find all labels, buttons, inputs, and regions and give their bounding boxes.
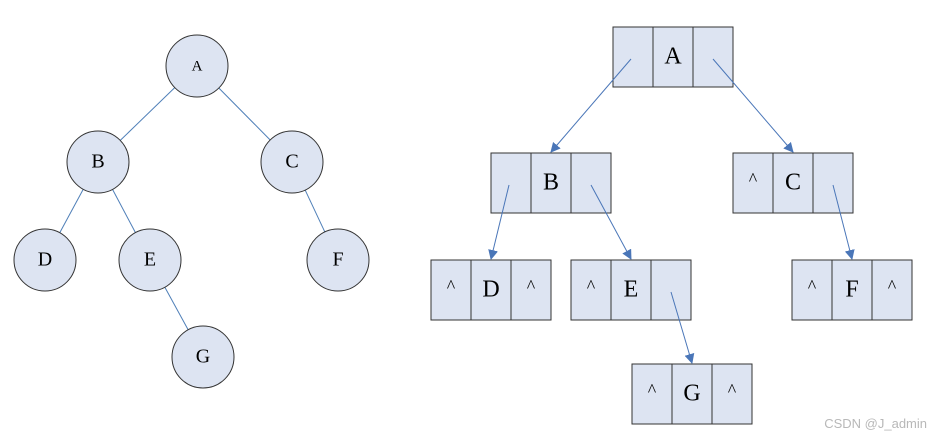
tree-node-circle [118, 228, 182, 292]
tree-node-label: C [285, 151, 298, 173]
linked-node-G: ^ G ^ [631, 363, 753, 425]
linked-cell-right [711, 363, 753, 425]
tree-edge-E-G [164, 286, 189, 331]
linked-cell-right [871, 259, 913, 321]
tree-node-circle [260, 130, 324, 194]
tree-node-G: G [171, 325, 235, 389]
linked-cell-left [430, 259, 472, 321]
pointer-arrow-A-left [550, 58, 632, 153]
null-pointer-symbol: ^ [447, 276, 456, 296]
tree-node-C: C [260, 130, 324, 194]
pointer-arrow-C-right [832, 184, 855, 260]
pointer-arrow-E-right [670, 291, 695, 364]
linked-node-E: ^E [570, 259, 692, 321]
tree-node-B: B [66, 130, 130, 194]
tree-node-circle [306, 228, 370, 292]
linked-cell-data [772, 152, 814, 214]
linked-cell-left [732, 152, 774, 214]
tree-node-A: A [165, 34, 229, 98]
tree-node-label: D [38, 249, 52, 271]
linked-cell-data [470, 259, 512, 321]
linked-cell-left [612, 26, 654, 88]
linked-node-D: ^ D ^ [430, 259, 552, 321]
tree-node-label: A [192, 58, 203, 74]
null-pointer-symbol: ^ [888, 276, 897, 296]
linked-cell-left [490, 152, 532, 214]
linked-cell-right [650, 259, 692, 321]
null-pointer-symbol: ^ [728, 380, 737, 400]
null-pointer-symbol: ^ [749, 169, 758, 189]
null-pointer-symbol: ^ [527, 276, 536, 296]
linked-cell-left [631, 363, 673, 425]
tree-edge-B-D [59, 189, 84, 233]
tree-node-E: E [118, 228, 182, 292]
tree-node-F: F [306, 228, 370, 292]
linked-node-F: ^ F ^ [791, 259, 913, 321]
linked-cell-data [671, 363, 713, 425]
tree-edge-A-C [218, 87, 271, 141]
linked-cell-right [692, 26, 734, 88]
tree-nodes: A B C D E F G [13, 34, 370, 389]
linked-data-label: A [664, 44, 682, 70]
tree-node-label: G [196, 346, 210, 368]
linked-node-C: ^C [732, 152, 854, 214]
linked-pointers [488, 58, 855, 364]
linked-node-B: B [490, 152, 612, 214]
linked-data-label: E [624, 277, 639, 303]
linked-data-label: C [785, 170, 801, 196]
tree-edge-B-E [112, 189, 136, 233]
pointer-arrow-A-right [712, 58, 794, 153]
null-pointer-symbol: ^ [808, 276, 817, 296]
tree-node-circle [165, 34, 229, 98]
linked-data-label: B [543, 170, 559, 196]
watermark: CSDN @J_admin [824, 416, 927, 431]
tree-edge-A-B [119, 87, 176, 141]
linked-cell-right [812, 152, 854, 214]
linked-data-label: D [482, 277, 499, 303]
null-pointer-symbol: ^ [648, 380, 657, 400]
tree-node-label: F [332, 249, 343, 271]
pointer-arrow-B-right [590, 184, 632, 260]
linked-data-label: F [845, 277, 858, 303]
tree-node-circle [13, 228, 77, 292]
linked-node-A: A [612, 26, 734, 88]
tree-node-label: B [91, 151, 104, 173]
null-pointer-symbol: ^ [587, 276, 596, 296]
linked-cell-right [570, 152, 612, 214]
linked-data-label: G [683, 381, 700, 407]
tree-node-circle [171, 325, 235, 389]
linked-cell-right [510, 259, 552, 321]
linked-nodes: AB^C^D^^E^F^^G^ [430, 26, 913, 425]
tree-edges [59, 87, 326, 331]
linked-cell-left [570, 259, 612, 321]
tree-node-label: E [144, 249, 156, 271]
tree-node-D: D [13, 228, 77, 292]
tree-edge-C-F [304, 189, 326, 233]
pointer-arrow-B-left [488, 184, 510, 260]
tree-node-circle [66, 130, 130, 194]
